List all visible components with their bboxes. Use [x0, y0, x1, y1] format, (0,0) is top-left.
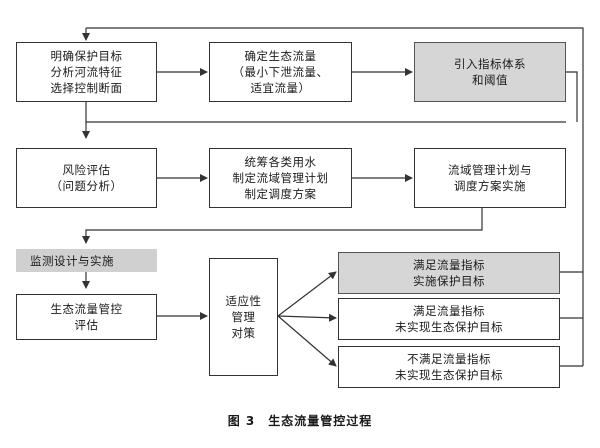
arrow-row1-row2	[85, 102, 566, 123]
box-protection-goals: 明确保护目标 分析河流特征 选择控制断面	[16, 42, 157, 102]
box-risk-assessment: 风险评估 （问题分析）	[16, 148, 157, 208]
box-protection-goals-text: 明确保护目标 分析河流特征 选择控制断面	[50, 49, 123, 95]
box-plan-implementation-text: 流域管理计划与 调度方案实施	[448, 163, 532, 193]
box-adaptive-management-text: 适应性 管理 对策	[225, 294, 262, 340]
box-determine-flow-text: 确定生态流量 （最小下泄流量、 适宜流量）	[232, 49, 329, 95]
box-coordinate-water-use-text: 统筹各类用水 制定流域管理计划 制定调度方案	[232, 155, 329, 201]
arrow-b9-o2	[277, 313, 337, 322]
arrow-b9-o3	[277, 315, 337, 367]
box-indicator-system-text: 引入指标体系 和阈值	[454, 57, 526, 87]
box-adaptive-management: 适应性 管理 对策	[209, 258, 278, 376]
box-monitoring-design-text: 监测设计与实施	[30, 253, 114, 268]
arrow-row2-row3	[82, 208, 483, 244]
box-plan-implementation: 流域管理计划与 调度方案实施	[414, 148, 566, 208]
box-risk-assessment-text: 风险评估 （问题分析）	[50, 163, 123, 193]
box-flow-evaluation-text: 生态流量管控 评估	[50, 302, 123, 332]
box-outcome-meets-achieves-text: 满足流量指标 实施保护目标	[413, 258, 485, 288]
figure-caption: 图 3 生态流量管控过程	[227, 414, 373, 428]
arrow-b9-o1	[277, 271, 337, 317]
box-outcome-meets-not-achieves-text: 满足流量指标 未实现生态保护目标	[395, 304, 503, 334]
box-outcome-meets-achieves: 满足流量指标 实施保护目标	[338, 252, 560, 294]
feedback-main	[86, 27, 584, 366]
box-coordinate-water-use: 统筹各类用水 制定流域管理计划 制定调度方案	[209, 148, 352, 208]
box-outcome-fails-not-achieves: 不满足流量指标 未实现生态保护目标	[338, 346, 560, 388]
box-monitoring-design: 监测设计与实施	[16, 249, 157, 272]
box-indicator-system: 引入指标体系 和阈值	[414, 42, 566, 102]
box-outcome-meets-not-achieves: 满足流量指标 未实现生态保护目标	[338, 298, 560, 340]
box-determine-flow: 确定生态流量 （最小下泄流量、 适宜流量）	[209, 42, 352, 102]
box-outcome-fails-not-achieves-text: 不满足流量指标 未实现生态保护目标	[395, 352, 503, 382]
box-flow-evaluation: 生态流量管控 评估	[16, 294, 157, 340]
